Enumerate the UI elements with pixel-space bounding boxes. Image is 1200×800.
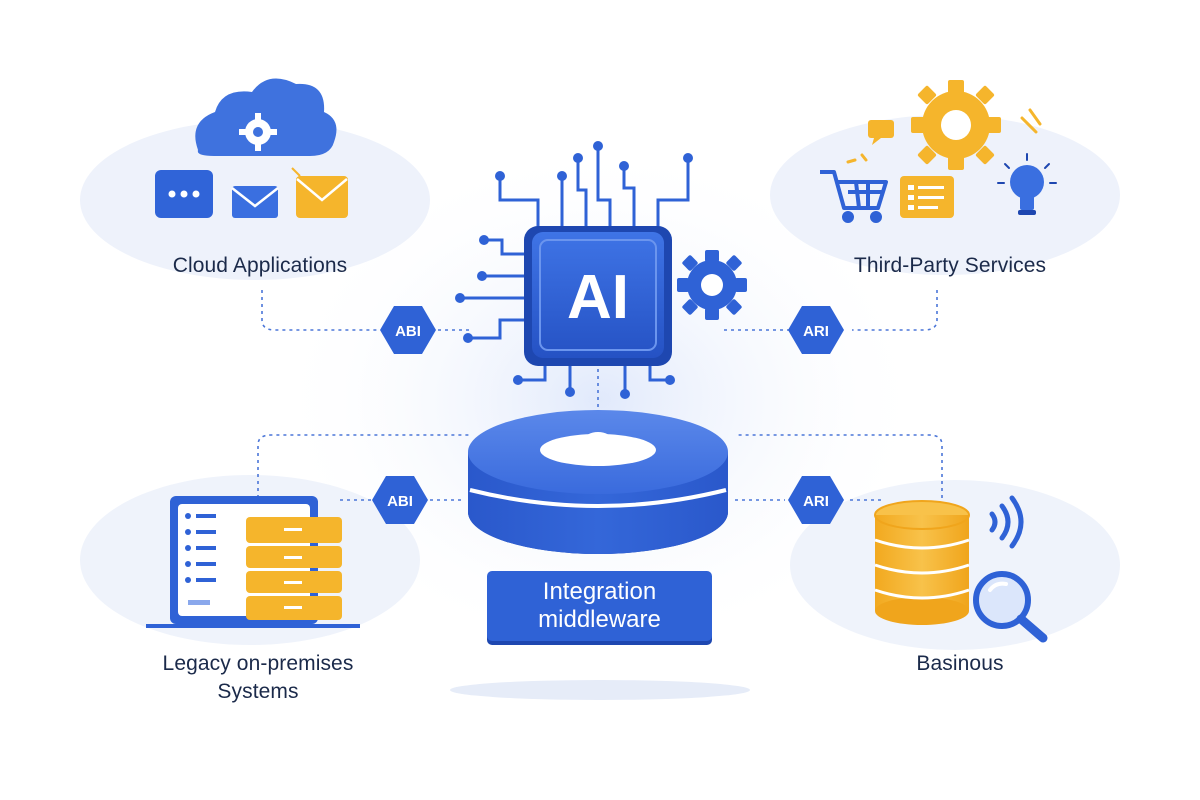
integration-middleware-box: Integration middleware (487, 571, 712, 641)
envelope-icon (231, 186, 279, 218)
connector-cloud (261, 290, 378, 331)
databases-group (874, 495, 1048, 643)
connector-db (735, 434, 943, 505)
connector-third (852, 290, 938, 331)
legacy-systems-label: Legacy on-premises Systems (162, 652, 354, 703)
chat-bubble-icon (155, 170, 213, 218)
legacy-systems-group (146, 496, 360, 628)
api-badge-label: ABI (395, 323, 421, 340)
signal-icon (989, 495, 1024, 549)
database-icon (246, 517, 342, 620)
databases-label: Basinous (916, 652, 1004, 675)
api-badge-top-right: ARI (788, 306, 844, 354)
integration-middleware-label: Integration middleware (538, 578, 661, 633)
database-icon (874, 500, 970, 625)
magnifier-icon (973, 571, 1048, 643)
api-badge-label: ARI (803, 493, 829, 510)
checklist-icon (900, 176, 954, 218)
gear-icon (911, 80, 1001, 170)
lightbulb-icon (997, 153, 1057, 215)
envelope-icon (296, 176, 348, 218)
api-badge-top-left: ABI (380, 306, 436, 354)
sparkle-icon (846, 108, 1042, 164)
cloud-applications-group (155, 78, 348, 218)
shopping-cart-icon (820, 170, 888, 223)
cloud-applications-label: Cloud Applications (172, 254, 348, 277)
chat-bubble-icon (868, 120, 894, 145)
api-badge-label: ARI (803, 323, 829, 340)
connector-lines (257, 290, 943, 505)
middleware-disc (468, 410, 728, 554)
api-badge-label: ABI (387, 493, 413, 510)
gear-icon (677, 250, 747, 320)
connector-legacy (257, 434, 470, 505)
api-badge-bottom-left: ABI (372, 476, 428, 524)
third-party-services-group (820, 80, 1057, 223)
api-badge-bottom-right: ARI (788, 476, 844, 524)
chip-label: AI (567, 263, 629, 332)
third-party-services-label: Third-Party Services (853, 254, 1047, 277)
ai-chip-icon: AI (455, 141, 693, 399)
cloud-gear-icon (195, 78, 337, 156)
